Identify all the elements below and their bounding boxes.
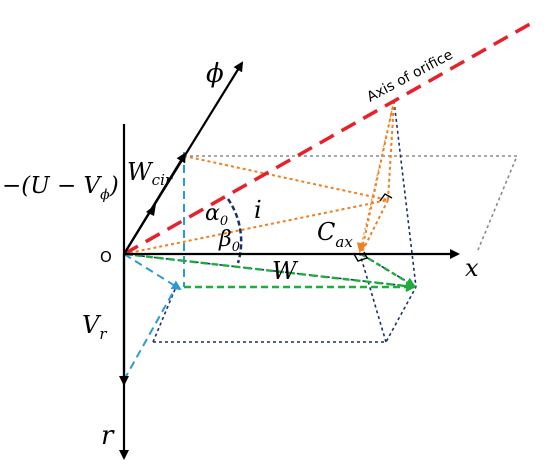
orange-to-c-ax xyxy=(356,100,395,253)
right-angle-marker-top xyxy=(379,193,393,202)
beta-label: β0 xyxy=(218,227,240,255)
angle-arc xyxy=(226,198,243,264)
x-label: x xyxy=(465,254,479,282)
radial-projection-line xyxy=(123,286,177,381)
w-vector xyxy=(123,252,416,292)
c-ax-label: Cax xyxy=(317,218,353,251)
lower-plane-outline xyxy=(152,253,417,343)
v-r-label: Vr xyxy=(82,311,107,343)
alpha-label: α0 xyxy=(205,201,228,229)
w-label: W xyxy=(272,257,299,285)
axis-of-orifice-label: Axis of orifice xyxy=(364,47,455,106)
origin-to-lower-point xyxy=(123,253,182,291)
w-cir-label: Wcir xyxy=(127,158,173,189)
w-cir-mid-arrow xyxy=(146,204,156,216)
c-ax-to-w-vector xyxy=(360,252,416,288)
w-cir-vector xyxy=(123,152,187,255)
i-label: i xyxy=(254,196,262,224)
orifice-axis-line xyxy=(123,22,531,256)
r-label: r xyxy=(101,421,115,451)
origin-label: O xyxy=(100,248,112,266)
orange-construction-lines xyxy=(123,100,395,255)
phi-label: ϕ xyxy=(206,59,224,89)
u-minus-v-phi-label: −(U − Vϕ) xyxy=(2,173,119,203)
phi-x-plane-outline xyxy=(184,155,519,251)
